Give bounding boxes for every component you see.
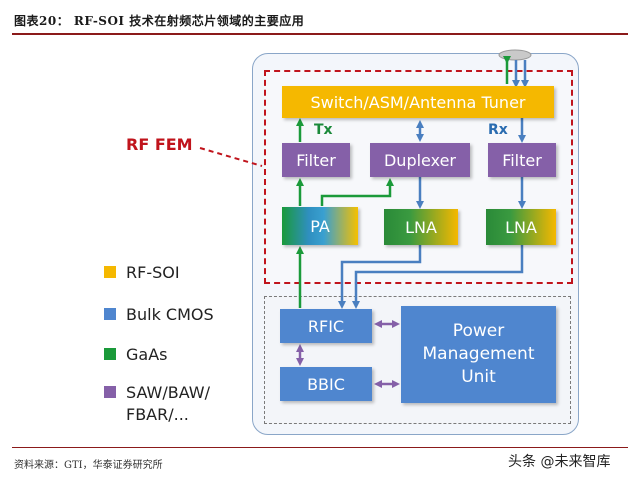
legend-item-bulk-cmos: Bulk CMOS <box>104 304 214 326</box>
pa-block: PA <box>282 207 358 245</box>
legend-swatch-rf-soi <box>104 266 116 278</box>
source-note: 资料来源：GTI，华泰证券研究所 <box>14 460 163 471</box>
lna-block-right: LNA <box>486 209 556 245</box>
bottom-rule <box>12 447 628 448</box>
tx-label: Tx <box>314 122 333 138</box>
legend-item-saw-baw: SAW/BAW/ FBAR/... <box>104 382 210 426</box>
legend-swatch-bulk-cmos <box>104 308 116 320</box>
legend-label-line-2: FBAR/... <box>126 405 189 424</box>
legend-swatch-gaas <box>104 348 116 360</box>
rx-filter-block: Filter <box>488 143 556 177</box>
top-rule <box>12 33 628 35</box>
legend-label-multiline: SAW/BAW/ FBAR/... <box>126 382 210 426</box>
legend-label: Bulk CMOS <box>126 305 214 324</box>
rfic-block: RFIC <box>280 309 372 343</box>
rf-fem-label: RF FEM <box>126 135 193 154</box>
legend-item-gaas: GaAs <box>104 344 167 366</box>
lna-block-middle: LNA <box>384 209 458 245</box>
pmu-line-3: Unit <box>461 367 496 387</box>
figure-title: 图表20： RF-SOI 技术在射频芯片领域的主要应用 <box>14 14 305 28</box>
switch-asm-antenna-tuner-block: Switch/ASM/Antenna Tuner <box>282 86 554 118</box>
legend-label: GaAs <box>126 345 168 364</box>
watermark: 头条 @未来智库 <box>508 454 611 470</box>
pmu-line-2: Management <box>422 344 535 364</box>
tx-filter-block: Filter <box>282 143 350 177</box>
pmu-line-1: Power <box>452 321 505 341</box>
rx-label: Rx <box>488 122 508 138</box>
legend-label-line-1: SAW/BAW/ <box>126 383 210 402</box>
antenna-icon <box>498 49 532 61</box>
duplexer-block: Duplexer <box>370 143 470 177</box>
legend-swatch-saw-baw <box>104 386 116 398</box>
power-management-unit-block: Power Management Unit <box>401 306 556 403</box>
bbic-block: BBIC <box>280 367 372 401</box>
legend-item-rf-soi: RF-SOI <box>104 262 180 284</box>
legend-label: RF-SOI <box>126 263 180 282</box>
